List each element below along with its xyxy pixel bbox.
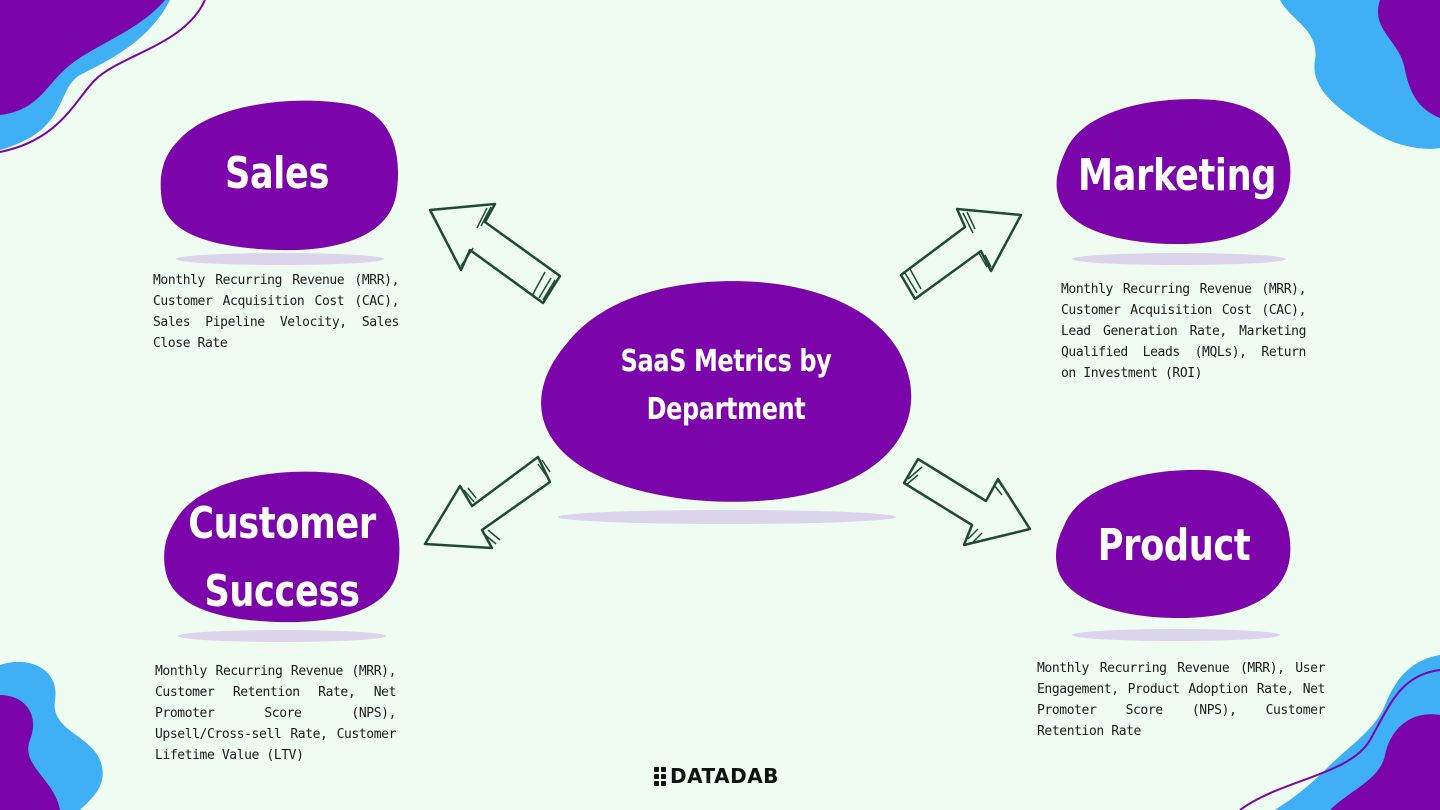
marketing-title: Marketing [1078,150,1277,201]
marketing-metrics: Monthly Recurring Revenue (MRR), Custome… [1061,282,1306,381]
customer-success-title-line1: Customer [188,498,376,549]
sales-blob-shadow [176,253,384,265]
center-blob-shadow [558,510,896,524]
marketing-blob-shadow [1072,253,1286,265]
customer-success-metrics: Monthly Recurring Revenue (MRR), Custome… [155,664,396,763]
bottom-right-decoration [1239,655,1440,810]
sales-title: Sales [225,148,329,199]
arrow-to-customer-success [423,455,552,550]
arrow-to-product [902,457,1032,547]
datadab-logo-text: DATADAB [670,764,779,788]
top-left-decoration [0,0,206,153]
marketing-blob [1056,99,1291,245]
datadab-logo-icon [654,766,666,786]
product-title: Product [1097,520,1251,571]
customer-success-blob [164,471,400,623]
center-title-line1: SaaS Metrics by [620,344,832,379]
customer-success-blob-shadow [178,630,386,642]
arrow-to-marketing [899,207,1023,301]
product-metrics: Monthly Recurring Revenue (MRR), User En… [1037,661,1325,739]
center-title-line2: Department [646,392,806,427]
product-blob [1055,469,1291,619]
sales-metrics: Monthly Recurring Revenue (MRR), Custome… [153,273,399,351]
bottom-left-decoration [0,661,103,810]
top-right-decoration [1280,0,1440,149]
center-blob [541,281,912,502]
customer-success-title-line2: Success [204,566,360,617]
sales-blob [160,100,399,251]
product-blob-shadow [1072,629,1280,641]
arrow-to-sales [428,202,562,305]
datadab-logo: DATADAB [654,764,779,788]
